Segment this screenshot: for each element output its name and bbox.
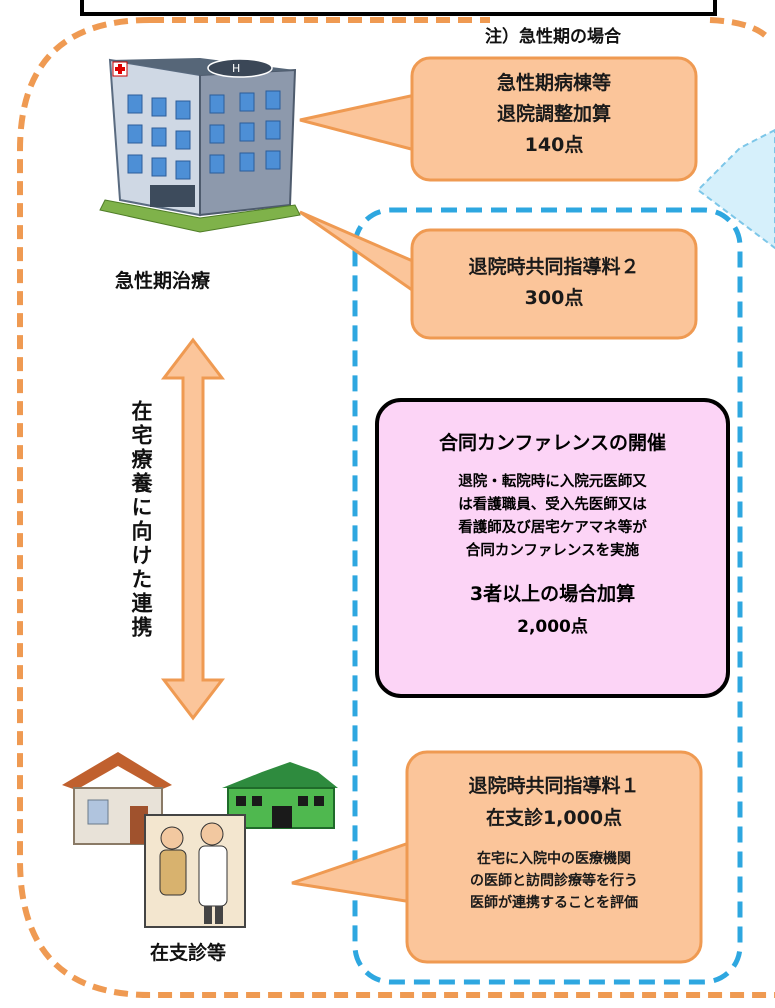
callout-top-box (410, 56, 698, 182)
callout-top-text: 急性期病棟等 退院調整加算 140点 (412, 68, 696, 161)
conference-bonus-value: 2,000点 (517, 617, 588, 637)
callout-bottom-line2: 在支診1,000点 (485, 807, 623, 829)
callout-bottom-desc-line: 医師が連携することを評価 (470, 895, 638, 911)
conference-title: 合同カンファレンスの開催 (438, 432, 667, 454)
joint-conference-box: 合同カンファレンスの開催 退院・転院時に入院元医師又 は看護職員、受入先医師又は… (375, 398, 730, 698)
outer-dashed-frame (17, 17, 775, 998)
svg-text:H: H (232, 62, 240, 75)
hospital-icon: H (99, 58, 301, 233)
callout-top-line3: 140点 (524, 134, 584, 156)
top-title-box (80, 0, 717, 16)
callout-mid-line1: 退院時共同指導料２ (468, 256, 640, 278)
conference-desc-line: は看護職員、受入先医師又は (458, 497, 647, 513)
callout-mid-line2: 300点 (524, 287, 584, 309)
callout-top-line1: 急性期病棟等 (496, 72, 611, 94)
acute-care-label: 急性期治療 (115, 270, 211, 292)
callout-mid-text: 退院時共同指導料２ 300点 (412, 252, 696, 314)
callout-bottom-text: 退院時共同指導料１ 在支診1,000点 在宅に入院中の医療機関 の医師と訪問診療… (407, 770, 701, 914)
callout-top-pointer (299, 93, 417, 152)
conference-desc-line: 合同カンファレンスを実施 (465, 543, 640, 559)
light-blue-arrow (696, 128, 775, 250)
callout-bottom-box (405, 750, 703, 964)
note-label: 注）急性期の場合 (485, 27, 621, 47)
callout-bottom-line1: 退院時共同指導料１ (468, 775, 640, 797)
callout-bottom-desc: 在宅に入院中の医療機関 の医師と訪問診療等を行う 医師が連携することを評価 (407, 848, 701, 914)
home-care-clinic-label: 在支診等 (150, 942, 227, 964)
double-arrow (160, 337, 226, 721)
callout-bottom-desc-line: の医師と訪問診療等を行う (470, 873, 638, 889)
cooperation-vertical-label: 在宅療養に向けた連携 (129, 400, 153, 640)
conference-desc-line: 看護師及び居宅ケアマネ等が (458, 520, 647, 536)
conference-bonus-label: 3者以上の場合加算 (469, 583, 636, 605)
inner-dashed-frame (352, 207, 743, 985)
callout-bottom-pointer (291, 839, 414, 904)
callout-top-line2: 退院調整加算 (496, 103, 611, 125)
callout-mid-box (410, 228, 698, 340)
conference-description: 退院・転院時に入院元医師又 は看護職員、受入先医師又は 看護師及び居宅ケアマネ等… (379, 471, 726, 563)
conference-desc-line: 退院・転院時に入院元医師又 (458, 474, 647, 490)
callout-bottom-desc-line: 在宅に入院中の医療機関 (477, 851, 631, 867)
doctor-patient-icon (144, 814, 246, 928)
